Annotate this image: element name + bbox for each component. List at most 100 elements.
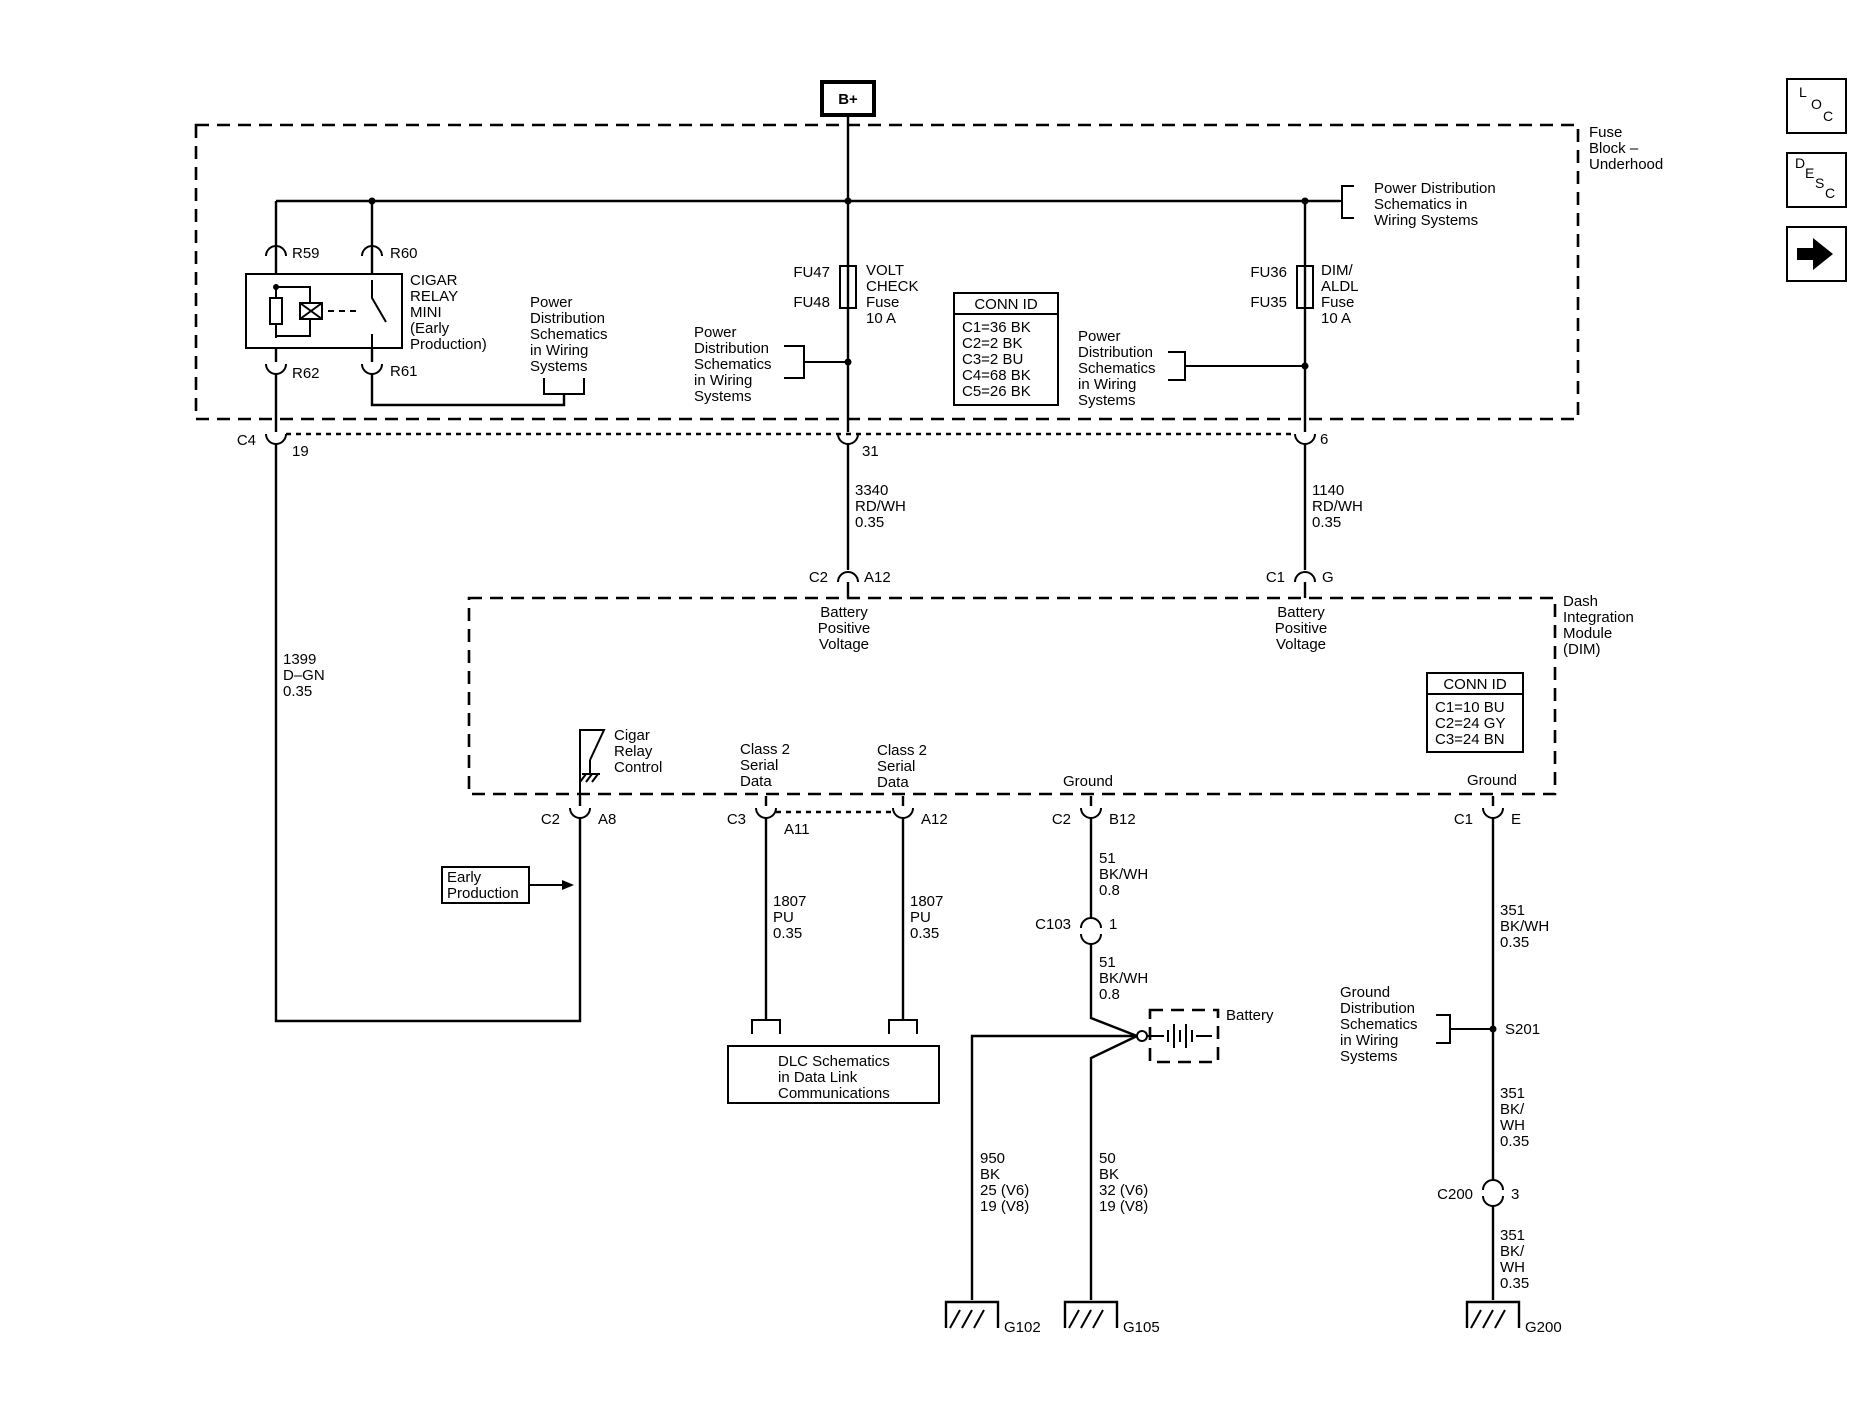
svg-text:R59: R59 <box>292 245 320 262</box>
svg-text:C2: C2 <box>1052 811 1071 828</box>
svg-text:Schematics: Schematics <box>530 326 608 343</box>
loc-button[interactable]: L O C <box>1786 78 1847 134</box>
svg-text:Systems: Systems <box>1340 1048 1398 1065</box>
svg-text:Power: Power <box>530 294 573 311</box>
svg-text:Dash: Dash <box>1563 593 1598 610</box>
svg-text:Systems: Systems <box>530 358 588 375</box>
svg-text:BK/WH: BK/WH <box>1500 918 1549 935</box>
svg-text:S: S <box>1815 175 1824 191</box>
fuse-block-title: Fuse Block – Underhood <box>1589 124 1663 173</box>
dlc-schematics-box: DLC Schematics in Data Link Communicatio… <box>727 1045 940 1104</box>
conn-id-dim: CONN ID C1=10 BU C2=24 GY C3=24 BN <box>1426 672 1524 753</box>
svg-text:FU35: FU35 <box>1250 294 1287 311</box>
svg-text:C2: C2 <box>541 811 560 828</box>
wire-1140-label: 1140 RD/WH 0.35 <box>1312 482 1363 531</box>
svg-text:CIGAR: CIGAR <box>410 272 458 289</box>
ground-label-e: Ground <box>1467 772 1517 789</box>
desc-button[interactable]: D E S C <box>1786 152 1847 208</box>
wire-351-a-label: 351 BK/WH 0.35 <box>1500 902 1549 951</box>
svg-text:Distribution: Distribution <box>694 340 769 357</box>
svg-text:1140: 1140 <box>1312 482 1344 499</box>
svg-text:Positive: Positive <box>1275 620 1328 637</box>
svg-text:in Data Link: in Data Link <box>778 1069 858 1086</box>
svg-text:C2=2 BK: C2=2 BK <box>962 335 1022 352</box>
svg-text:A12: A12 <box>864 569 891 586</box>
svg-text:Underhood: Underhood <box>1589 156 1663 173</box>
svg-text:Schematics: Schematics <box>1340 1016 1418 1033</box>
ground-g200-icon <box>1465 1300 1521 1329</box>
svg-text:Control: Control <box>614 759 662 776</box>
svg-text:25 (V6): 25 (V6) <box>980 1182 1029 1199</box>
ground-g105-icon <box>1063 1300 1119 1329</box>
svg-text:Schematics in: Schematics in <box>1374 196 1467 213</box>
power-dist-note-volt: Power Distribution Schematics in Wiring … <box>694 324 772 405</box>
svg-text:19 (V8): 19 (V8) <box>1099 1198 1148 1215</box>
svg-text:C4=68 BK: C4=68 BK <box>962 367 1031 384</box>
svg-text:32 (V6): 32 (V6) <box>1099 1182 1148 1199</box>
svg-text:A8: A8 <box>598 811 616 828</box>
svg-text:Data: Data <box>877 774 909 791</box>
svg-text:VOLT: VOLT <box>866 262 904 279</box>
ground-g102-icon <box>944 1300 1000 1329</box>
svg-text:C1=36 BK: C1=36 BK <box>962 319 1031 336</box>
svg-text:PU: PU <box>910 909 931 926</box>
svg-text:Class 2: Class 2 <box>740 741 790 758</box>
svg-text:Fuse: Fuse <box>1321 294 1354 311</box>
svg-text:C3: C3 <box>727 811 746 828</box>
ground-g105-label: G105 <box>1123 1319 1160 1336</box>
svg-text:BK: BK <box>1099 1166 1119 1183</box>
wire-50-label: 50 BK 32 (V6) 19 (V8) <box>1099 1150 1148 1215</box>
conn-id-fuse-block: CONN ID C1=36 BK C2=2 BK C3=2 BU C4=68 B… <box>953 292 1059 406</box>
svg-text:FU48: FU48 <box>793 294 830 311</box>
svg-text:E: E <box>1511 811 1521 828</box>
svg-text:MINI: MINI <box>410 304 442 321</box>
svg-text:Voltage: Voltage <box>1276 636 1326 653</box>
wire-3340-label: 3340 RD/WH 0.35 <box>855 482 906 531</box>
svg-text:PU: PU <box>773 909 794 926</box>
svg-text:1807: 1807 <box>910 893 943 910</box>
battery-positive-voltage-a: Battery Positive Voltage <box>818 604 871 653</box>
svg-text:1807: 1807 <box>773 893 806 910</box>
svg-text:Data: Data <box>740 773 772 790</box>
svg-text:19: 19 <box>292 443 309 460</box>
svg-text:RD/WH: RD/WH <box>855 498 906 515</box>
svg-text:C4: C4 <box>237 432 256 449</box>
svg-text:351: 351 <box>1500 902 1525 919</box>
svg-text:Block –: Block – <box>1589 140 1639 157</box>
svg-text:CHECK: CHECK <box>866 278 919 295</box>
svg-text:D: D <box>1795 155 1805 171</box>
svg-text:Systems: Systems <box>694 388 752 405</box>
svg-text:1: 1 <box>1109 916 1117 933</box>
svg-text:0.35: 0.35 <box>1500 1133 1529 1150</box>
svg-text:C2: C2 <box>809 569 828 586</box>
ground-dist-note: Ground Distribution Schematics in Wiring… <box>1340 984 1418 1065</box>
battery-positive-voltage-b: Battery Positive Voltage <box>1275 604 1328 653</box>
svg-text:FU47: FU47 <box>793 264 830 281</box>
next-button[interactable] <box>1786 226 1847 282</box>
svg-text:Battery: Battery <box>1277 604 1325 621</box>
svg-text:Distribution: Distribution <box>1340 1000 1415 1017</box>
svg-text:in Wiring: in Wiring <box>1340 1032 1398 1049</box>
svg-text:Serial: Serial <box>740 757 778 774</box>
wire-950-label: 950 BK 25 (V6) 19 (V8) <box>980 1150 1029 1215</box>
svg-text:R62: R62 <box>292 365 320 382</box>
svg-text:CONN ID: CONN ID <box>974 296 1038 313</box>
svg-text:G: G <box>1322 569 1334 586</box>
svg-text:Distribution: Distribution <box>530 310 605 327</box>
svg-text:351: 351 <box>1500 1227 1525 1244</box>
svg-text:C5=26 BK: C5=26 BK <box>962 383 1031 400</box>
wire-351-c-label: 351 BK/ WH 0.35 <box>1500 1227 1529 1292</box>
wire-51-a-label: 51 BK/WH 0.8 <box>1099 850 1148 899</box>
svg-text:C200: C200 <box>1437 1186 1473 1203</box>
bplus-label: B+ <box>838 91 858 108</box>
svg-text:3340: 3340 <box>855 482 888 499</box>
svg-text:Positive: Positive <box>818 620 871 637</box>
svg-text:C1=10 BU: C1=10 BU <box>1435 699 1505 716</box>
next-arrow-icon <box>1797 238 1833 270</box>
svg-text:Cigar: Cigar <box>614 727 650 744</box>
wire-51-b-label: 51 BK/WH 0.8 <box>1099 954 1148 1003</box>
cigar-relay-control-label: Cigar Relay Control <box>614 727 662 776</box>
svg-text:CONN ID: CONN ID <box>1443 676 1507 693</box>
ground-g102-label: G102 <box>1004 1319 1041 1336</box>
